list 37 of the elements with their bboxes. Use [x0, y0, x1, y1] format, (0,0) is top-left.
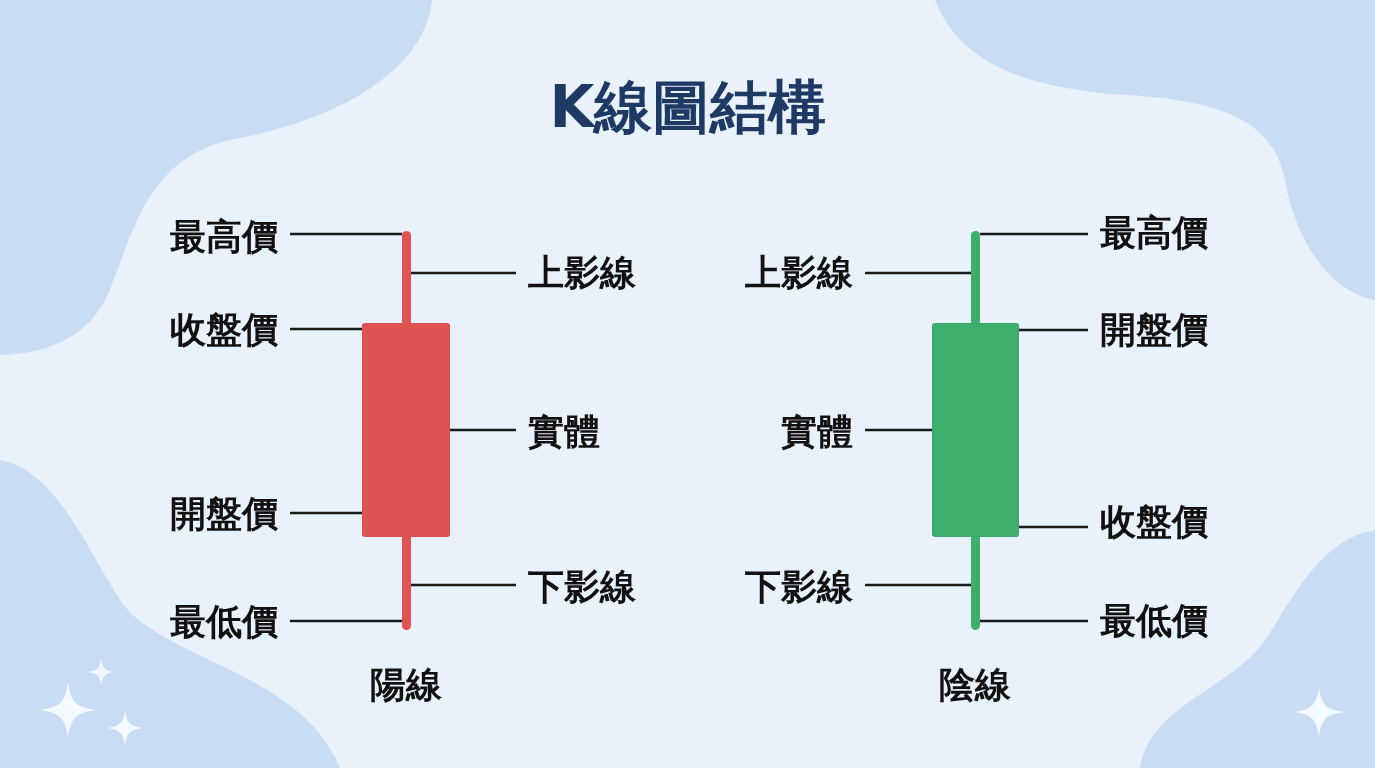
- candle-body: [932, 323, 1019, 537]
- leader-line: [865, 271, 971, 275]
- leader-line: [290, 327, 362, 331]
- price-label: 最低價: [170, 602, 278, 642]
- leader-line: [290, 232, 402, 236]
- upper-wick: [971, 231, 980, 326]
- price-label: 收盤價: [170, 310, 278, 350]
- part-label: 實體: [528, 412, 600, 452]
- upper-wick: [402, 231, 411, 326]
- part-label: 下影線: [745, 567, 853, 607]
- part-label: 實體: [781, 412, 853, 452]
- leader-line: [450, 428, 516, 432]
- leader-line: [980, 619, 1088, 623]
- part-label: 上影線: [745, 253, 853, 293]
- candle-caption: 陽線: [370, 665, 442, 705]
- price-label: 最低價: [1100, 601, 1208, 641]
- chart-title: K線圖結構: [549, 76, 827, 140]
- lower-wick: [971, 534, 980, 630]
- part-label: 上影線: [528, 253, 636, 293]
- leader-line: [411, 271, 516, 275]
- leader-line: [290, 511, 362, 515]
- leader-line: [980, 232, 1088, 236]
- leader-line: [1019, 525, 1088, 529]
- leader-line: [865, 428, 932, 432]
- price-label: 最高價: [170, 217, 278, 257]
- candle-body: [362, 323, 450, 537]
- part-label: 下影線: [528, 567, 636, 607]
- leader-line: [290, 619, 402, 623]
- price-label: 開盤價: [170, 494, 278, 534]
- lower-wick: [402, 534, 411, 630]
- price-label: 收盤價: [1100, 502, 1208, 542]
- price-label: 最高價: [1100, 213, 1208, 253]
- leader-line: [1019, 328, 1088, 332]
- leader-line: [865, 583, 971, 587]
- candle-caption: 陰線: [939, 665, 1011, 705]
- price-label: 開盤價: [1100, 310, 1208, 350]
- leader-line: [411, 583, 516, 587]
